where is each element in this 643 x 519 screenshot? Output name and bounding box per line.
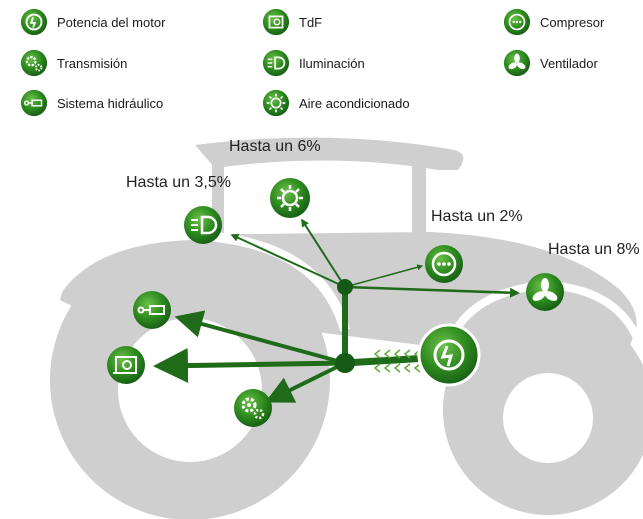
pto-icon [107, 346, 145, 384]
arrow-tdf [153, 348, 346, 384]
gears-icon [234, 389, 272, 427]
percent-label-ventilador: Hasta un 8% [548, 241, 640, 258]
arrow-hidraulico [174, 310, 346, 365]
legend-item-compresor: Compresor [503, 7, 604, 37]
hydraulic-cylinder-icon [133, 291, 171, 329]
motor-power-icon [417, 323, 481, 387]
legend-label: Aire acondicionado [299, 95, 410, 111]
legend-item-tdf: TdF [262, 7, 322, 37]
junction-node-lower [335, 353, 355, 373]
legend-item-transmision: Transmisión [20, 48, 127, 78]
headlight-icon [262, 49, 290, 77]
headlight-icon [184, 206, 222, 244]
compressor-icon [503, 8, 531, 36]
legend-item-aire: Aire acondicionado [262, 88, 410, 118]
legend-item-hidraulico: Sistema hidráulico [20, 88, 163, 118]
arrow-iluminacion [230, 234, 346, 288]
legend-label: Compresor [540, 14, 605, 30]
gears-icon [20, 49, 48, 77]
motor-power-icon [20, 8, 48, 36]
legend-item-ventilador: Ventilador [503, 48, 598, 78]
legend-item-iluminacion: Iluminación [262, 48, 365, 78]
arrow-aire [301, 218, 346, 288]
compressor-icon [425, 245, 463, 283]
arrow-compresor [344, 264, 424, 288]
percent-label-iluminacion: Hasta un 3,5% [126, 174, 231, 191]
power-flow [153, 218, 520, 403]
hydraulic-cylinder-icon [20, 89, 48, 117]
legend-label: Ventilador [540, 55, 598, 71]
legend-label: Transmisión [57, 55, 128, 71]
percent-label-aire: Hasta un 6% [229, 138, 321, 155]
junction-node-upper [337, 279, 353, 295]
arrow-ventilador [344, 285, 520, 298]
legend-label: TdF [299, 14, 323, 30]
fan-icon [503, 49, 531, 77]
legend-label: Potencia del motor [57, 14, 166, 30]
snowflake-icon [262, 89, 290, 117]
fan-icon [526, 273, 564, 311]
pto-icon [262, 8, 290, 36]
snowflake-icon [270, 178, 310, 218]
legend-item-motor: Potencia del motor [20, 7, 165, 37]
arrow-transmision [264, 361, 346, 403]
percent-label-compresor: Hasta un 2% [431, 208, 523, 225]
legend-label: Iluminación [299, 55, 365, 71]
legend-label: Sistema hidráulico [57, 95, 164, 111]
